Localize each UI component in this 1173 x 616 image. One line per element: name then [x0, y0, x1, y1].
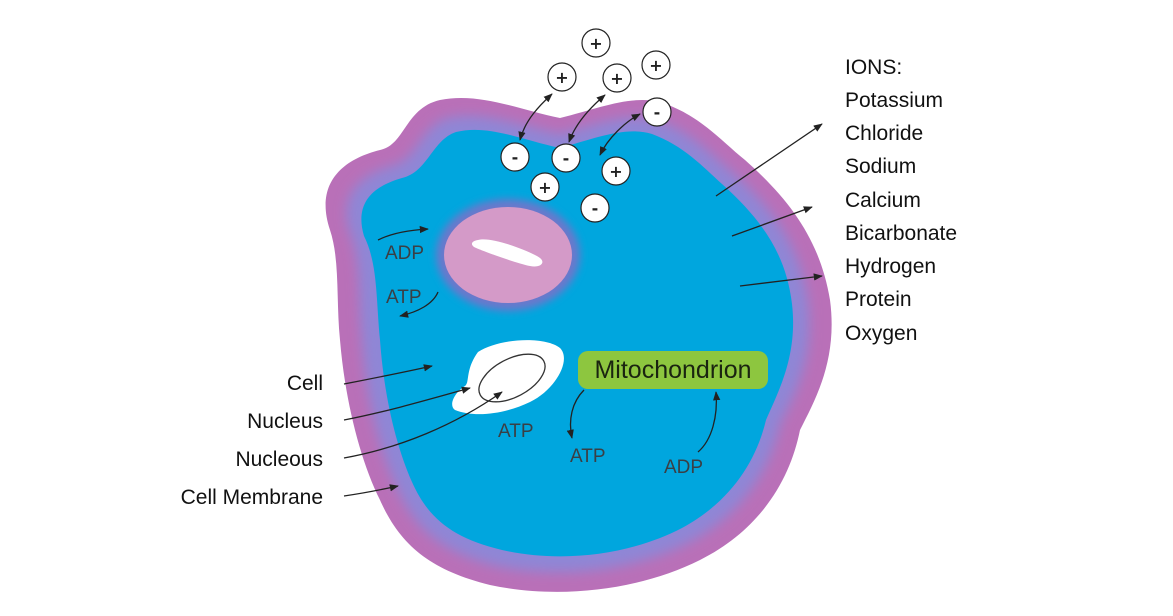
ion-item: Bicarbonate	[845, 222, 957, 245]
svg-text:+: +	[589, 34, 602, 53]
right-pointers	[715, 123, 823, 287]
pointer-nucleus	[343, 386, 471, 421]
atp-mito-label: ATP	[570, 446, 606, 467]
svg-text:-: -	[512, 148, 519, 167]
adp-mito-arrow	[697, 391, 721, 453]
pointer-ions-3	[739, 273, 823, 287]
ion-plus: +	[601, 156, 631, 186]
ion-arrow	[568, 94, 606, 143]
label-nucleous: Nucleous	[235, 448, 323, 471]
svg-text:+: +	[609, 162, 622, 181]
ion-item: Protein	[845, 288, 912, 311]
ion-item: Chloride	[845, 122, 923, 145]
adp-mito-label: ADP	[664, 457, 703, 478]
ion-item: Calcium	[845, 189, 921, 212]
svg-text:-: -	[654, 103, 661, 122]
ion-item: Hydrogen	[845, 255, 936, 278]
svg-text:+: +	[649, 56, 662, 75]
atp-top-arrow	[399, 291, 439, 318]
svg-text:-: -	[592, 199, 599, 218]
ion-item: Potassium	[845, 89, 943, 112]
atp-mito-arrow	[566, 389, 585, 439]
svg-text:+: +	[555, 68, 568, 87]
ion-plus: +	[602, 63, 632, 93]
pointer-ions-2	[731, 206, 813, 237]
mitochondrion: Mitochondrion	[578, 351, 768, 389]
ion-plus: +	[547, 62, 577, 92]
ion-arrow	[599, 113, 641, 156]
inner-labels: ADP ATP ATP ATP ADP	[385, 243, 703, 478]
ion-item: Sodium	[845, 155, 916, 178]
vacuole-slit	[471, 239, 543, 267]
ion-minus: -	[580, 193, 610, 223]
label-cell: Cell	[287, 372, 323, 395]
ion-item: Oxygen	[845, 322, 917, 345]
adp-top-label: ADP	[385, 243, 424, 264]
label-cell-membrane: Cell Membrane	[181, 486, 323, 509]
mitochondrion-label: Mitochondrion	[594, 356, 751, 384]
left-labels: Cell Nucleus Nucleous Cell Membrane	[181, 364, 503, 509]
pointer-cell	[343, 364, 433, 385]
pointer-nucleous	[343, 391, 503, 459]
ion-transport-arrows	[518, 93, 641, 156]
ion-circles: + + + + - - - + + -	[500, 28, 672, 223]
vacuole	[436, 199, 580, 311]
energy-arrows	[377, 225, 721, 453]
atp-nucleus-label: ATP	[498, 421, 534, 442]
ion-plus: +	[581, 28, 611, 58]
ions-list: IONS: Potassium Chloride Sodium Calcium …	[845, 56, 957, 345]
pointer-ions-1	[715, 123, 823, 197]
svg-text:+: +	[538, 178, 551, 197]
label-nucleus: Nucleus	[247, 410, 323, 433]
ion-minus: -	[551, 143, 581, 173]
pointer-cell-membrane	[343, 484, 399, 497]
ions-heading: IONS:	[845, 56, 902, 79]
svg-text:-: -	[563, 149, 570, 168]
adp-top-arrow	[377, 225, 429, 241]
ion-plus: +	[641, 50, 671, 80]
svg-text:+: +	[610, 69, 623, 88]
ion-arrow	[518, 93, 553, 141]
nucleus	[452, 340, 564, 415]
ion-minus: -	[642, 97, 672, 127]
ion-plus: +	[530, 172, 560, 202]
cell-body	[325, 97, 832, 592]
atp-top-label: ATP	[386, 287, 422, 308]
ion-minus: -	[500, 142, 530, 172]
nucleolus	[478, 353, 546, 403]
mitochondrion-box	[578, 351, 768, 389]
